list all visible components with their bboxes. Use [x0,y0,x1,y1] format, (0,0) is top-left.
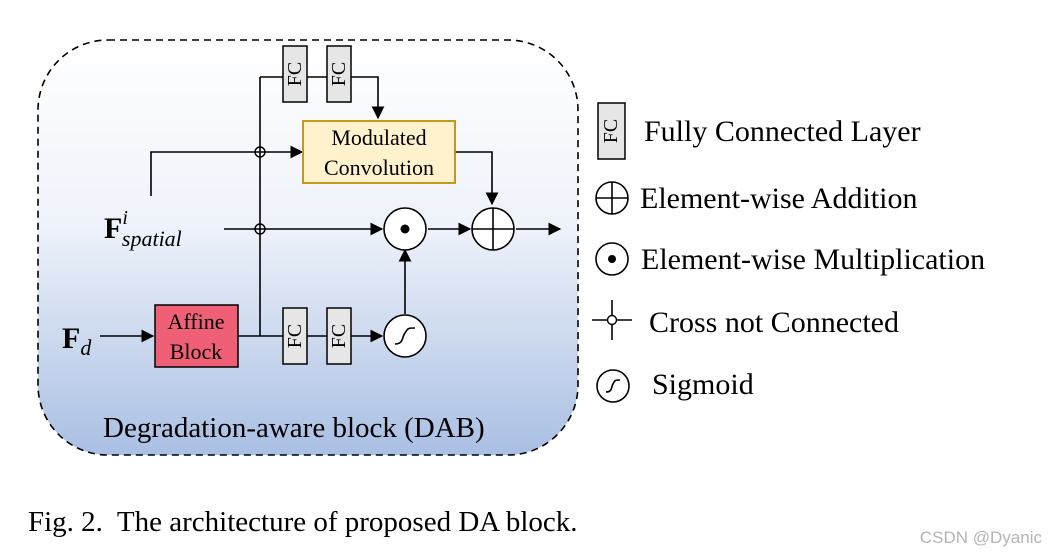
svg-text:Modulated: Modulated [331,125,426,150]
legend-sigmoid-icon [596,369,630,403]
sigmoid-operator-icon [383,314,427,358]
dab-diagram: FC FC FC FC Modulated Convolution Affine… [37,39,985,456]
legend: FC Fully Connected Layer Element-wise Ad… [592,102,985,403]
legend-multiply-label: Element-wise Multiplication [641,243,985,276]
legend-add-label: Element-wise Addition [640,182,917,215]
watermark: CSDN @Dyanic [919,528,1042,547]
legend-cross-icon [592,300,632,340]
legend-add-icon [595,181,629,215]
legend-cross-label: Cross not Connected [649,306,899,339]
svg-text:FC: FC [284,62,306,86]
add-operator-icon [471,207,515,251]
fc-layer-bottom-1: FC [282,307,308,365]
svg-text:FC: FC [284,324,306,348]
fc-layer-bottom-2: FC [326,307,352,365]
wires [100,76,562,343]
affine-block: Affine Block [154,304,239,368]
multiply-operator-icon [383,207,427,251]
svg-text:Affine: Affine [167,309,224,334]
svg-text:FC: FC [600,119,622,143]
legend-fc-icon: FC [597,102,626,160]
fc-layer-top-2: FC [326,45,352,103]
svg-text:FC: FC [328,62,350,86]
input-degradation-label: Fd [62,322,92,360]
svg-text:Convolution: Convolution [324,155,434,180]
modulated-convolution-block: Modulated Convolution [302,120,456,184]
block-title: Degradation-aware block (DAB) [103,412,485,444]
fc-layer-top-1: FC [282,45,308,103]
svg-text:FC: FC [328,324,350,348]
figure-caption: Fig. 2. The architecture of proposed DA … [28,506,578,538]
legend-fc-label: Fully Connected Layer [644,115,921,148]
cross-marker [254,146,266,158]
legend-multiply-icon [595,242,629,276]
cross-marker [254,223,266,235]
svg-text:Block: Block [170,339,223,364]
legend-sigmoid-label: Sigmoid [652,368,754,401]
